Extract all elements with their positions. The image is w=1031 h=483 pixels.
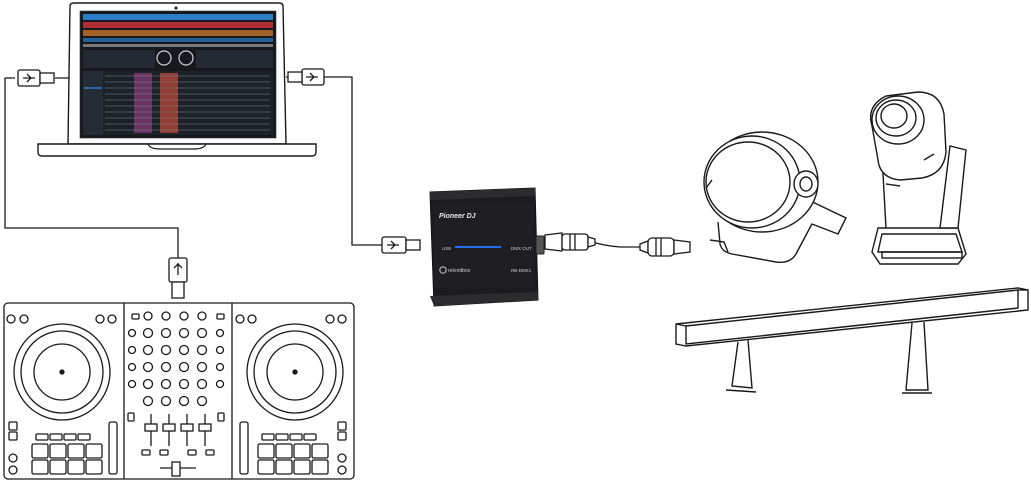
par-light bbox=[703, 131, 847, 264]
crossfader bbox=[160, 461, 196, 477]
jog-wheel-left bbox=[13, 323, 111, 421]
usb-cable-laptop-to-interface bbox=[322, 76, 382, 246]
dj-controller bbox=[3, 302, 355, 480]
track-list bbox=[83, 71, 273, 135]
screen-deck-right bbox=[178, 50, 194, 66]
xlr-connector-female bbox=[639, 237, 691, 257]
moving-head-light bbox=[869, 91, 967, 265]
performance-pads-left bbox=[31, 443, 103, 475]
performance-pads-right bbox=[257, 443, 329, 475]
rekordbox-logo-icon bbox=[439, 266, 447, 274]
laptop-base bbox=[37, 143, 317, 157]
mixer-section bbox=[127, 311, 225, 477]
jog-wheel-right bbox=[246, 323, 344, 421]
laptop bbox=[37, 2, 317, 157]
interface-led bbox=[455, 246, 501, 248]
usb-port-label: USB bbox=[442, 246, 451, 251]
right-deck bbox=[235, 314, 347, 475]
dmx-cable bbox=[591, 241, 640, 248]
app-label: rekordbox bbox=[448, 268, 471, 274]
led-bar-light bbox=[675, 287, 1029, 394]
dmx-out-label: DMX OUT bbox=[511, 246, 532, 251]
usb-plug-controller bbox=[168, 257, 188, 299]
xlr-connector-male bbox=[544, 232, 596, 252]
left-deck bbox=[6, 314, 118, 475]
dmx-interface: Pioneer DJ USB DMX OUT rekordbox RB-DMX1 bbox=[429, 187, 545, 307]
model-label: RB-DMX1 bbox=[511, 268, 532, 273]
usb-plug-interface bbox=[381, 236, 421, 254]
usb-plug-left bbox=[17, 69, 55, 87]
usb-plug-right bbox=[287, 68, 325, 86]
screen-deck-left bbox=[156, 50, 172, 66]
waveform-display bbox=[83, 14, 273, 47]
channel-faders bbox=[144, 414, 212, 446]
brand-logo: Pioneer DJ bbox=[439, 213, 477, 220]
